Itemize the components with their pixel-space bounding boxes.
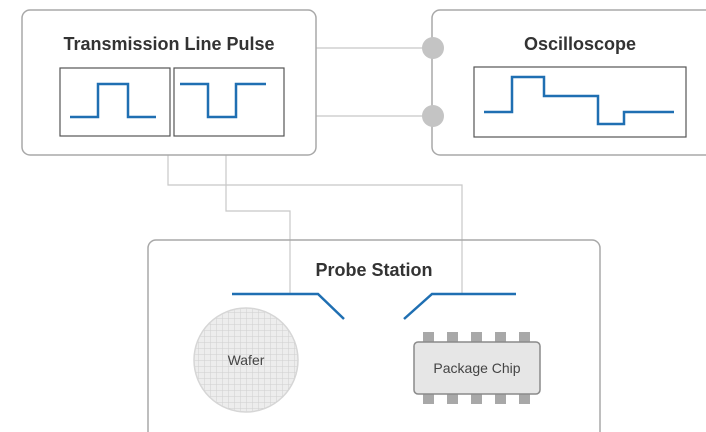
- probe-station-box-frame: [147, 239, 601, 432]
- negative-pulse-trace: [180, 82, 266, 119]
- tlp-box: Transmission Line Pulse: [21, 9, 317, 156]
- wafer-label: Wafer: [228, 352, 265, 368]
- chip-pin: [423, 332, 434, 344]
- oscilloscope-box: Oscilloscope: [431, 9, 706, 156]
- package-chip-label: Package Chip: [433, 360, 520, 376]
- chip-pin: [519, 392, 530, 404]
- chip-pin: [447, 392, 458, 404]
- chip-pin: [471, 392, 482, 404]
- chip-pin: [495, 392, 506, 404]
- tlp-screen-negative: [173, 67, 285, 137]
- probe-needle-left: [232, 292, 345, 320]
- scope-port-top: [422, 37, 444, 59]
- tlp-title: Transmission Line Pulse: [63, 34, 274, 54]
- chip-pin: [447, 332, 458, 344]
- wafer: Wafer: [193, 307, 299, 413]
- connection-cables: [167, 47, 463, 294]
- probe-station-box: Probe Station Wafer Package Chip: [147, 239, 601, 432]
- wafer-disc: [193, 307, 299, 413]
- cable-tlp-to-left-probe: [225, 155, 291, 294]
- probe-needle-right: [403, 292, 516, 320]
- positive-pulse-trace: [70, 82, 156, 119]
- oscilloscope-screen: [473, 66, 687, 138]
- probe-station-title-mask: [300, 255, 448, 285]
- chip-body: [413, 341, 541, 395]
- chip-pin: [471, 332, 482, 344]
- chip-pin: [495, 332, 506, 344]
- oscilloscope-title: Oscilloscope: [524, 34, 636, 54]
- probe-station-title: Probe Station: [315, 260, 432, 280]
- chip-pin: [519, 332, 530, 344]
- scope-port-bottom: [422, 105, 444, 127]
- package-chip: Package Chip: [413, 332, 541, 404]
- chip-pins: [423, 332, 530, 404]
- tlp-screen-positive: [59, 67, 171, 137]
- chip-pin: [423, 392, 434, 404]
- oscilloscope-waveform-trace: [484, 75, 674, 126]
